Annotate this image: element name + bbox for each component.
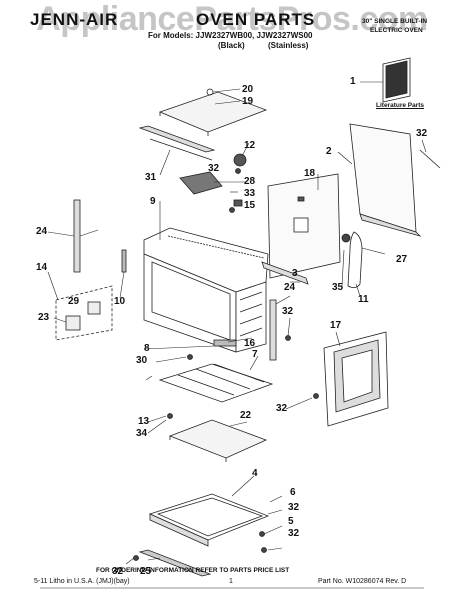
header-right-line1: 30" SINGLE BUILT-IN bbox=[362, 18, 428, 25]
literature-parts-label: Literature Parts bbox=[376, 102, 425, 109]
bracket bbox=[261, 261, 309, 285]
callout-35: 35 bbox=[332, 282, 344, 293]
fan-assembly bbox=[179, 153, 247, 207]
header-right-line2: ELECTRIC OVEN bbox=[370, 27, 423, 34]
models-line: For Models: JJW2327WB00, JJW2327WS00 bbox=[148, 31, 313, 40]
callout-32g: 32 bbox=[112, 566, 124, 577]
callout-11: 11 bbox=[358, 294, 369, 305]
page-title: OVEN PARTS bbox=[196, 10, 316, 29]
callout-22: 22 bbox=[240, 410, 252, 421]
callout-16: 16 bbox=[244, 338, 256, 349]
callout-32d: 32 bbox=[276, 403, 288, 414]
callout-24b: 24 bbox=[284, 282, 296, 293]
callout-19: 19 bbox=[242, 96, 254, 107]
page-number: 1 bbox=[229, 578, 233, 585]
back-wrapper bbox=[349, 123, 441, 237]
callout-9: 9 bbox=[150, 196, 156, 207]
callout-5: 5 bbox=[288, 516, 294, 527]
stainless-label: (Stainless) bbox=[268, 41, 309, 50]
oven-rack bbox=[158, 363, 274, 403]
brand-name: JENN-AIR bbox=[30, 10, 119, 29]
callout-12: 12 bbox=[244, 140, 256, 151]
callout-6: 6 bbox=[290, 487, 296, 498]
callout-34: 34 bbox=[136, 428, 148, 439]
front-trim bbox=[138, 125, 216, 161]
callout-32e: 32 bbox=[288, 502, 300, 513]
callout-32c: 32 bbox=[282, 306, 294, 317]
watermark: AppliancePartsPros.com bbox=[36, 0, 428, 38]
litho-line: 5-11 Litho in U.S.A. (JMJ)(bay) bbox=[34, 578, 130, 585]
callout-29: 29 bbox=[68, 296, 80, 307]
callout-14: 14 bbox=[36, 262, 48, 273]
callout-31: 31 bbox=[145, 172, 157, 183]
callout-7: 7 bbox=[252, 349, 258, 360]
drawer-base bbox=[148, 493, 270, 547]
callout-1: 1 bbox=[350, 76, 356, 87]
callout-2: 2 bbox=[326, 146, 332, 157]
callout-28: 28 bbox=[244, 176, 256, 187]
callout-33: 33 bbox=[244, 188, 256, 199]
callout-32: 32 bbox=[416, 128, 428, 139]
callout-10: 10 bbox=[114, 296, 126, 307]
side-rail-left bbox=[73, 199, 81, 273]
callout-20: 20 bbox=[242, 84, 254, 95]
top-panel bbox=[158, 88, 268, 136]
rack-glide bbox=[213, 339, 237, 347]
heater-element bbox=[341, 231, 363, 288]
callout-8: 8 bbox=[144, 343, 150, 354]
callout-15: 15 bbox=[244, 200, 256, 211]
screw-set bbox=[133, 168, 319, 561]
callout-3: 3 bbox=[292, 268, 298, 279]
part-number: Part No. W10286074 Rev. D bbox=[318, 578, 407, 585]
callout-24: 24 bbox=[36, 226, 48, 237]
hinge-bracket bbox=[121, 249, 127, 273]
literature-booklet bbox=[382, 57, 411, 103]
callout-32: 32 bbox=[208, 163, 220, 174]
bottom-panel bbox=[168, 419, 268, 462]
callout-32f: 32 bbox=[288, 528, 300, 539]
callout-13: 13 bbox=[138, 416, 150, 427]
callout-4: 4 bbox=[252, 468, 258, 479]
callout-18: 18 bbox=[304, 168, 316, 179]
callout-27: 27 bbox=[396, 254, 408, 265]
oven-cavity bbox=[143, 227, 269, 353]
black-label: (Black) bbox=[218, 41, 245, 50]
oven-door bbox=[323, 331, 389, 427]
callout-30: 30 bbox=[136, 355, 148, 366]
rear-panel bbox=[267, 173, 341, 279]
lock-parts bbox=[55, 285, 113, 341]
ordering-note: FOR ORDERING INFORMATION REFER TO PARTS … bbox=[96, 567, 290, 574]
callout-23: 23 bbox=[38, 312, 50, 323]
callout-17: 17 bbox=[330, 320, 342, 331]
kick-plate bbox=[138, 549, 212, 577]
callout-25: 25 bbox=[140, 566, 152, 577]
leader-lines bbox=[47, 81, 427, 565]
side-rail-right bbox=[269, 299, 277, 361]
